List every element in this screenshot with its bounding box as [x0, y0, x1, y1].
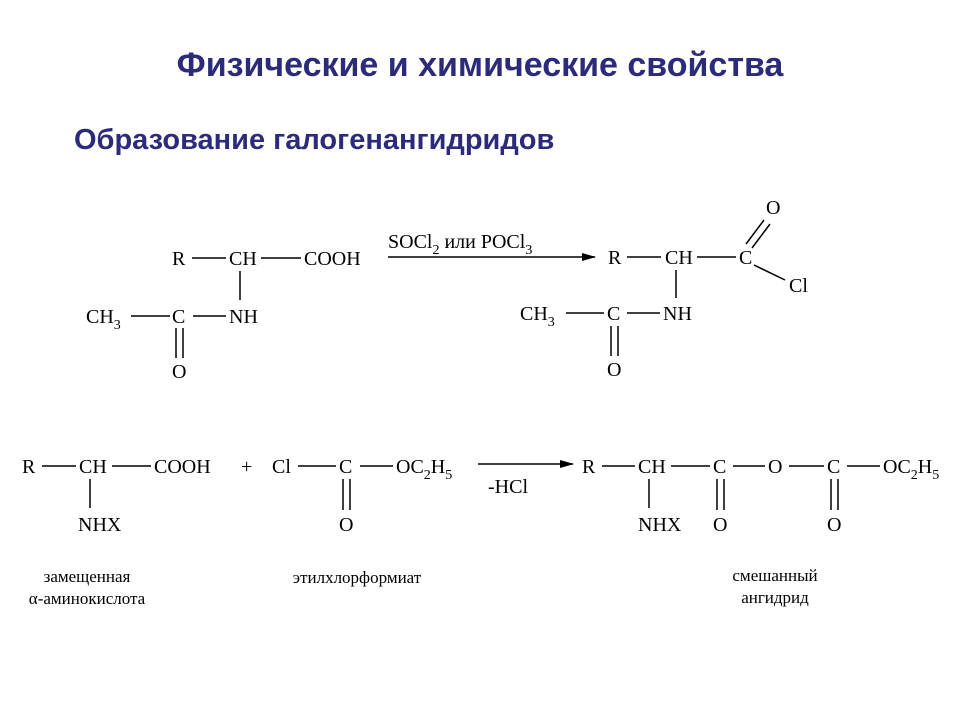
group-nhx: NHX: [638, 514, 682, 536]
group-cooh: COOH: [304, 248, 361, 270]
group-nh: NH: [229, 306, 258, 328]
caption-amino-acid: замещенная α-аминокислота: [28, 567, 146, 608]
atom-c2: C: [827, 456, 840, 478]
bond-c-cl: [753, 264, 786, 281]
atom-ch: CH: [229, 248, 257, 270]
group-nhx: NHX: [78, 514, 122, 536]
atom-r: R: [582, 456, 596, 478]
atom-ch: CH: [665, 247, 693, 269]
atom-o-bridge: O: [768, 456, 782, 478]
reaction1-reactant-bonds: [131, 257, 301, 358]
reaction1-product: R CH C O Cl CH3 C NH O: [520, 197, 808, 381]
slide-title: Физические и химические свойства: [176, 46, 784, 84]
atom-c: C: [172, 306, 185, 328]
caption-ethyl-chloroformate: этилхлорформиат: [292, 568, 422, 587]
atom-ch: CH: [79, 456, 107, 478]
group-oc2h5: OC2H5: [396, 456, 452, 483]
atom-r: R: [22, 456, 36, 478]
atom-o: O: [607, 359, 621, 381]
bond-c-o-double-b: [751, 223, 771, 249]
atom-o: O: [172, 361, 186, 383]
atom-c: C: [339, 456, 352, 478]
atom-ch: CH: [638, 456, 666, 478]
reaction1-product-bonds: [566, 219, 786, 356]
bond-c-o-double-a: [745, 219, 765, 245]
group-oc2h5: OC2H5: [883, 456, 939, 483]
group-nh: NH: [663, 303, 692, 325]
reaction2-product: R CH C O C OC2H5 NHX O O: [582, 456, 939, 536]
plus-sign: +: [241, 456, 252, 478]
group-ch3: CH3: [520, 303, 555, 330]
atom-o2: O: [827, 514, 841, 536]
atom-c1: C: [713, 456, 726, 478]
atom-o1: O: [713, 514, 727, 536]
reaction2-reactant-bonds: [42, 465, 151, 508]
caption-mixed-anhydride: смешанный ангидрид: [732, 566, 818, 607]
reaction2-reagent-bonds: [298, 465, 393, 510]
reaction2-reactant: R CH COOH NHX +: [22, 456, 252, 536]
atom-cl: Cl: [272, 456, 291, 478]
slide-subtitle: Образование галогенангидридов: [74, 124, 555, 156]
atom-r: R: [608, 247, 622, 269]
reaction2-product-bonds: [602, 465, 880, 510]
reaction1-reagent: SOCl2 или POCl3: [388, 231, 532, 258]
atom-c2: C: [607, 303, 620, 325]
atom-c: C: [739, 247, 752, 269]
reaction2-condition: -HCl: [488, 476, 528, 498]
atom-o: O: [339, 514, 353, 536]
reaction2-reagent: Cl C OC2H5 O: [272, 456, 452, 536]
group-cooh: COOH: [154, 456, 211, 478]
reaction1-reactant: R CH COOH CH3 C NH O: [86, 248, 361, 383]
group-ch3: CH3: [86, 306, 121, 333]
atom-o-top: O: [766, 197, 780, 219]
atom-r: R: [172, 248, 186, 270]
atom-cl: Cl: [789, 275, 808, 297]
